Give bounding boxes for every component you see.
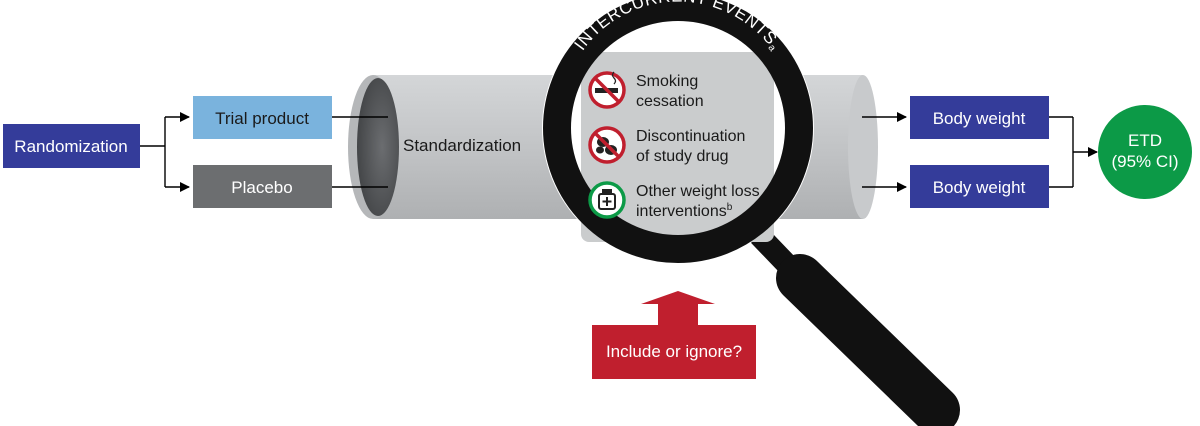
cylinder-opening [357,78,399,216]
event-smoking-cessation: Smoking cessation [588,71,704,110]
etd-ci-label: (95% CI) [1111,152,1178,171]
event-2-line2: of study drug [636,148,729,165]
event-2-line1: Discontinuation [636,128,745,145]
randomization-label: Randomization [14,137,127,156]
no-smoking-icon [588,71,626,109]
lens-cylinder-view [581,52,774,242]
event-other-interventions: Other weight loss interventionsb [588,181,760,220]
event-1-line2: cessation [636,93,704,110]
lens-ring [543,0,813,263]
event-1-line1: Smoking [636,73,698,90]
standardization-label: Standardization [403,136,521,155]
merge-connector [1049,116,1098,188]
event-3-line2: interventionsb [636,202,733,220]
placebo-label: Placebo [231,178,292,197]
event-3-line1: Other weight loss [636,183,760,200]
trial-product-box [193,96,332,139]
medicine-bottle-icon [588,181,626,219]
etd-circle [1098,105,1192,199]
placebo-box [193,165,332,208]
include-or-ignore-arrow: Include or ignore? [592,291,756,379]
magnifier-handle [741,217,960,426]
randomization-box [3,124,140,168]
body-weight-top-label: Body weight [933,109,1026,128]
event-discontinuation: Discontinuation of study drug [588,126,745,165]
body-weight-bottom-label: Body weight [933,178,1026,197]
include-or-ignore-label: Include or ignore? [606,342,742,361]
randomization-branch-connector [140,112,190,192]
body-weight-bottom-box [910,165,1049,208]
body-weight-top-box [910,96,1049,139]
no-pills-icon [588,126,626,164]
trial-product-label: Trial product [215,109,309,128]
etd-label: ETD [1128,131,1162,150]
